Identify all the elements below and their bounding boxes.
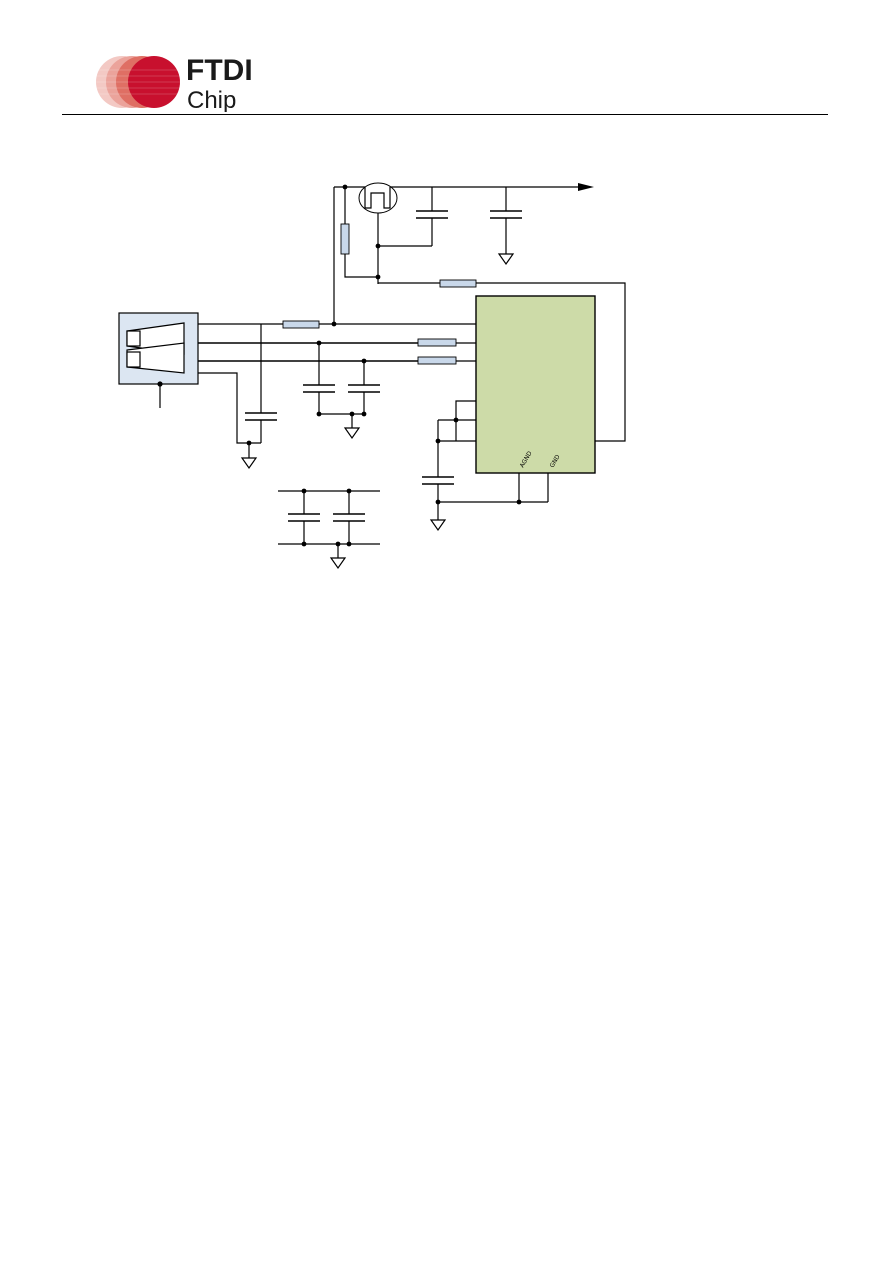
ftdi-chip-logo: FTDI Chip	[96, 54, 253, 112]
resistor-pullup	[340, 223, 350, 255]
power-switch-section	[331, 182, 626, 442]
resistor-dm	[417, 338, 457, 347]
capacitor-vbus	[240, 324, 277, 470]
logo-mark	[96, 56, 180, 108]
logo-text-chip: Chip	[187, 87, 236, 112]
ic-decoupling	[422, 400, 549, 532]
resistor-dp	[417, 356, 457, 365]
header-divider	[62, 114, 828, 115]
resistor-enable	[439, 279, 477, 288]
ic-chip: AGND GND	[475, 295, 596, 474]
capacitor-dm	[303, 340, 335, 414]
resistor-vbus	[282, 320, 320, 329]
capacitor-dp	[348, 358, 380, 414]
ground-dm-dp	[316, 411, 367, 440]
logo-text-ftdi: FTDI	[186, 54, 253, 87]
usb-connector	[118, 312, 199, 408]
bottom-decoupling	[278, 488, 380, 570]
